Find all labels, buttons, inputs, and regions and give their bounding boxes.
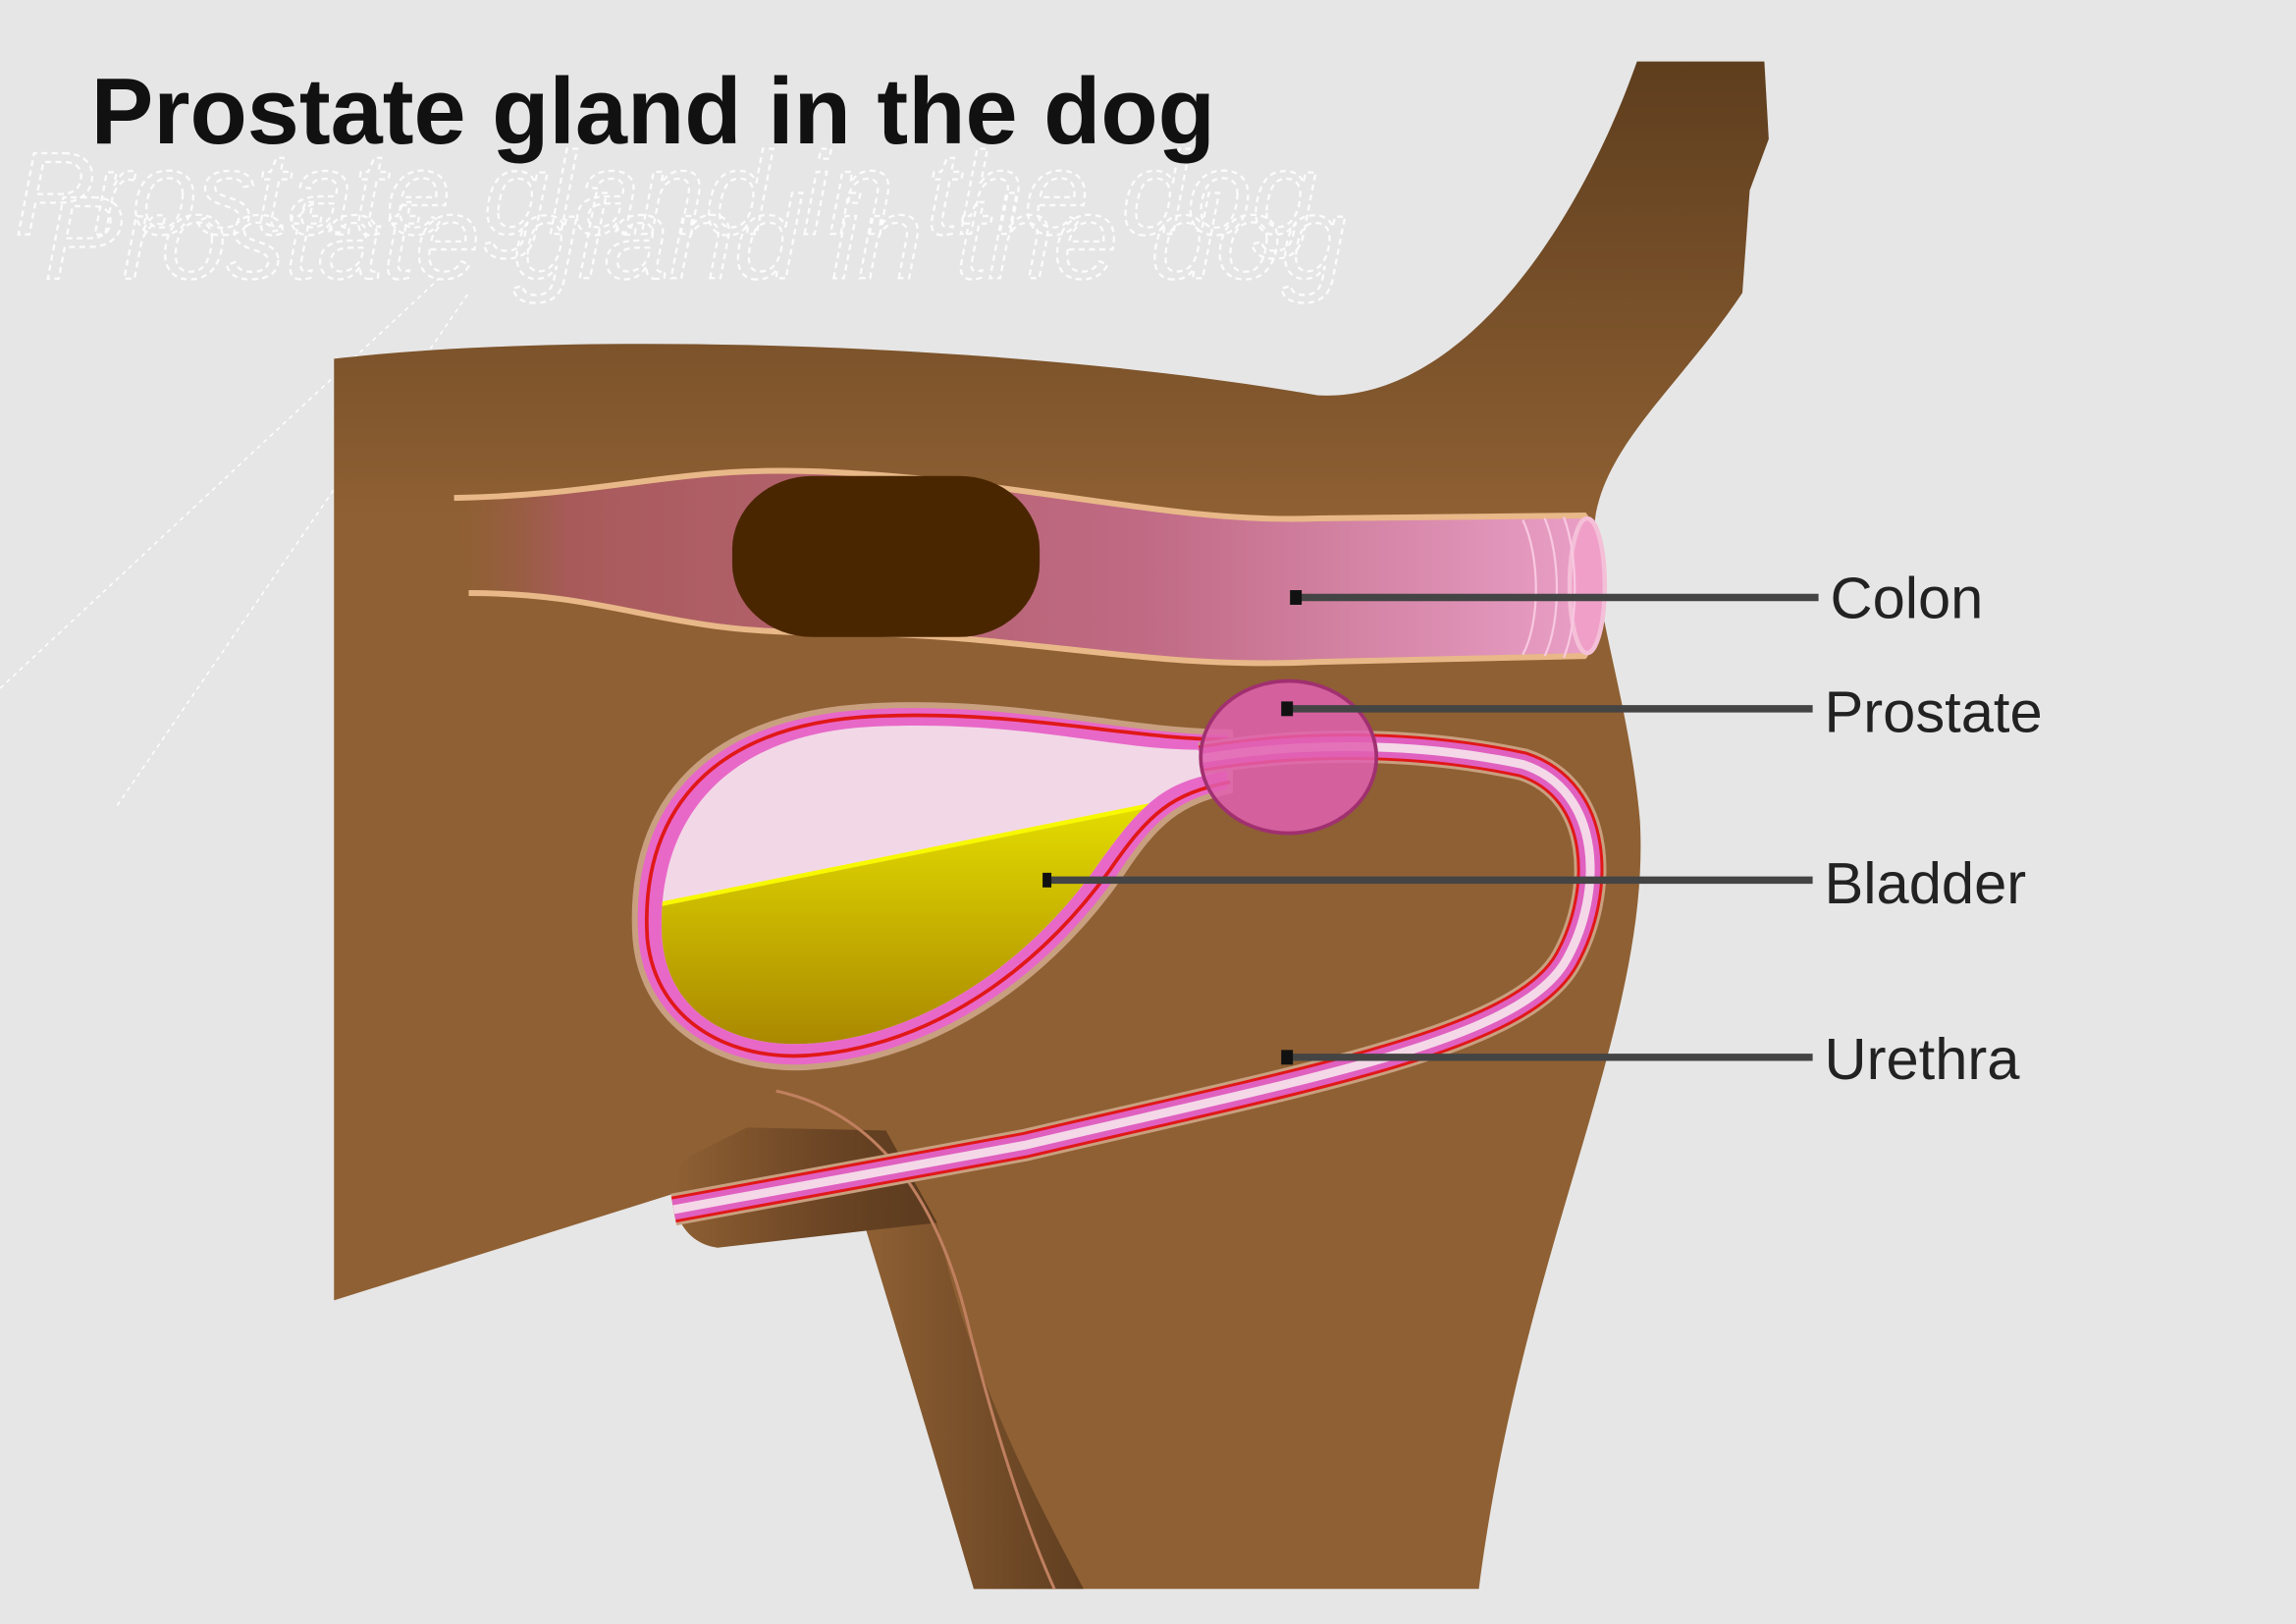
title-ghost: Prostate gland in the dog [15,130,1316,260]
leader-dots [1042,590,1303,1065]
diagram-title: Prostate gland in the dog [91,60,1215,164]
feces [731,475,1041,637]
prostate [1199,678,1379,836]
anus [1567,515,1608,656]
label-bladder: Bladder [1825,850,2027,916]
ghost-line [0,277,441,689]
urine-surface [661,792,1201,907]
label-urethra: Urethra [1825,1026,2021,1092]
label-colon: Colon [1831,565,1984,630]
leader-lines [1045,593,1819,1061]
label-prostate: Prostate [1825,679,2043,745]
ghost-line [116,292,470,806]
title-ghost-2: Prostate gland in the dog [44,173,1346,303]
colon-rings [1522,516,1576,659]
leg-contour [775,1089,1056,1590]
leg-shadow [864,1222,1084,1590]
